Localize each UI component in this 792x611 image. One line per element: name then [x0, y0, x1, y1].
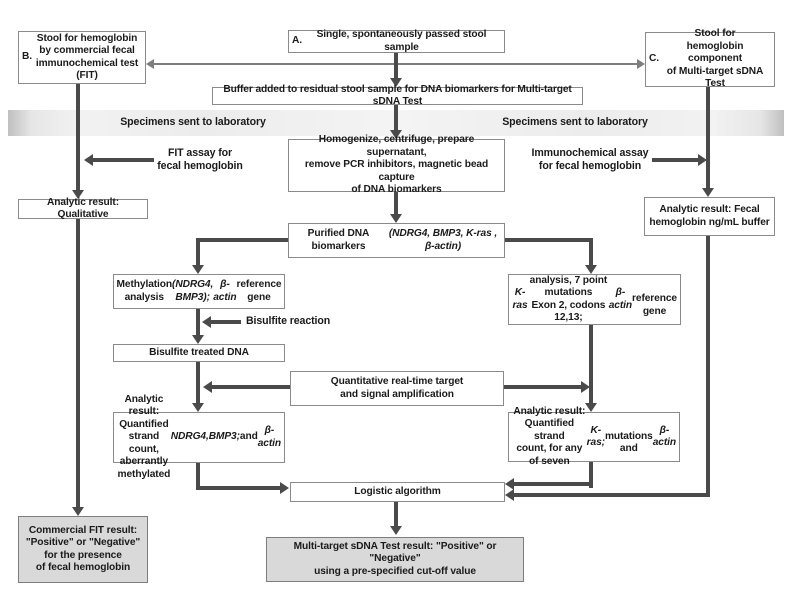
arrow-b-down2-line	[76, 219, 80, 508]
arrow-homogenize-down-line	[394, 192, 398, 215]
arrow-c-down2-line	[706, 236, 710, 497]
arrow-leftanalytic-hline	[196, 486, 280, 490]
box-bisulfite-treated-dna: Bisulfite treated DNA	[113, 344, 285, 362]
arrow-homogenize-down-head-icon	[390, 214, 402, 223]
arrow-methylation-down-head-icon	[192, 335, 204, 344]
arrow-b-down1-line	[76, 83, 80, 191]
arrow-logistic-down-line	[394, 502, 398, 527]
arrow-logistic-down-head-icon	[390, 526, 402, 535]
specimens-right-label: Specimens sent to laboratory	[502, 116, 648, 128]
arrow-kras-down-line	[589, 325, 593, 404]
arrow-rightanalytic-head-icon	[505, 478, 514, 490]
box-analytic-qualitative: Analytic result: Qualitative	[18, 197, 148, 220]
arrow-purified-left-head-icon	[192, 265, 204, 274]
box-methylation-analysis: Methylation analysis (NDRG4, BMP3);β-act…	[113, 274, 285, 309]
arrow-purified-right-head-icon	[585, 265, 597, 274]
arrow-kras-down-head-icon	[585, 403, 597, 412]
box-buffer-added: Buffer added to residual stool sample fo…	[212, 84, 583, 107]
arrow-immuno-line	[652, 158, 698, 162]
arrow-c-to-logistic-head-icon	[505, 489, 514, 501]
arrow-buffer-down-head-icon	[390, 130, 402, 139]
box-a-stool-sample: A. Single, spontaneously passed stool sa…	[288, 29, 505, 53]
arrow-immuno-head-icon	[698, 154, 707, 166]
arrow-rightanalytic-hline	[514, 482, 593, 486]
arrow-fit-assay-line	[93, 158, 154, 162]
arrow-purified-left-hline	[198, 238, 288, 242]
arrow-purified-left-vline	[196, 238, 200, 266]
arrow-quant-left-line	[212, 385, 290, 389]
arrowhead-to-b-icon	[146, 59, 154, 69]
arrow-fit-assay-head-icon	[84, 154, 93, 166]
box-mtsdna-result: Multi-target sDNA Test result: "Positive…	[266, 537, 524, 582]
arrowhead-to-c-icon	[637, 59, 645, 69]
arrow-bisulfite-line	[211, 320, 241, 324]
arrow-c-down1-head-icon	[702, 188, 714, 197]
box-homogenize: Homogenize, centrifuge, prepare supernat…	[288, 134, 505, 195]
box-purified-dna: Purified DNA biomarkers(NDRG4, BMP3, K-r…	[288, 223, 505, 258]
arrow-b-down2-head-icon	[72, 507, 84, 516]
fit-assay-label: FIT assay for fecal hemoglobin	[157, 147, 243, 173]
arrow-purified-right-hline	[505, 238, 593, 242]
arrow-a-down-line	[394, 53, 398, 80]
box-logistic-algorithm: Logistic algorithm	[290, 482, 505, 502]
arrow-rightanalytic-vline	[589, 462, 593, 488]
arrow-methylation-down-line	[196, 309, 200, 336]
arrow-c-down1-line	[706, 87, 710, 188]
specimens-left-label: Specimens sent to laboratory	[120, 116, 266, 128]
arrow-buffer-down-line	[394, 105, 398, 131]
arrow-purified-right-vline	[589, 238, 593, 266]
arrow-quant-right-line	[504, 385, 581, 389]
box-commercial-fit-result: Commercial FIT result:"Positive" or "Neg…	[18, 516, 148, 583]
arrow-bisdna-down-line	[196, 362, 200, 404]
immunochemical-assay-label: Immunochemical assay for fecal hemoglobi…	[531, 147, 649, 173]
arrow-bisulfite-head-icon	[202, 316, 211, 328]
arrow-b-down1-head-icon	[72, 190, 84, 199]
arrow-quant-left-head-icon	[203, 381, 212, 393]
arrow-leftanalytic-vline	[196, 463, 200, 490]
bisulfite-reaction-label: Bisulfite reaction	[246, 315, 331, 327]
arrow-a-down-head-icon	[390, 78, 402, 87]
arrow-c-to-logistic-line	[514, 493, 710, 497]
arrow-leftanalytic-head-icon	[280, 482, 289, 494]
arrow-bisdna-down-head-icon	[192, 403, 204, 412]
arrow-quant-right-head-icon	[581, 381, 590, 393]
